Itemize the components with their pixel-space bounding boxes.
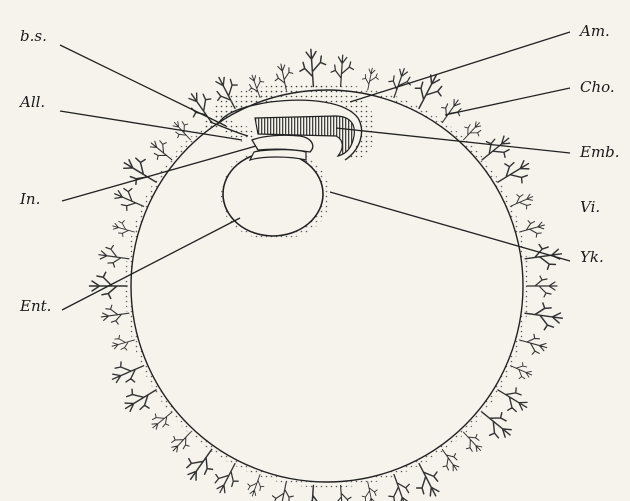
villus — [98, 244, 131, 269]
label-bs: b.s. — [20, 27, 47, 45]
leader-bs — [60, 45, 226, 126]
label-all: All. — [20, 93, 45, 111]
leader-cho — [445, 88, 570, 115]
label-am: Am. — [580, 22, 610, 40]
yolk-sac — [223, 152, 323, 236]
villus — [298, 48, 327, 87]
villus — [100, 303, 130, 326]
label-in: In. — [20, 190, 40, 208]
label-vi: Vi. — [580, 198, 600, 216]
villus — [523, 301, 564, 332]
label-emb: Emb. — [580, 143, 620, 161]
label-yk: Yk. — [580, 248, 604, 266]
villus — [330, 54, 354, 87]
villus — [527, 276, 557, 297]
label-ent: Ent. — [20, 297, 51, 315]
leader-am — [350, 32, 570, 102]
label-cho: Cho. — [580, 78, 615, 96]
exocoelom — [131, 90, 523, 482]
